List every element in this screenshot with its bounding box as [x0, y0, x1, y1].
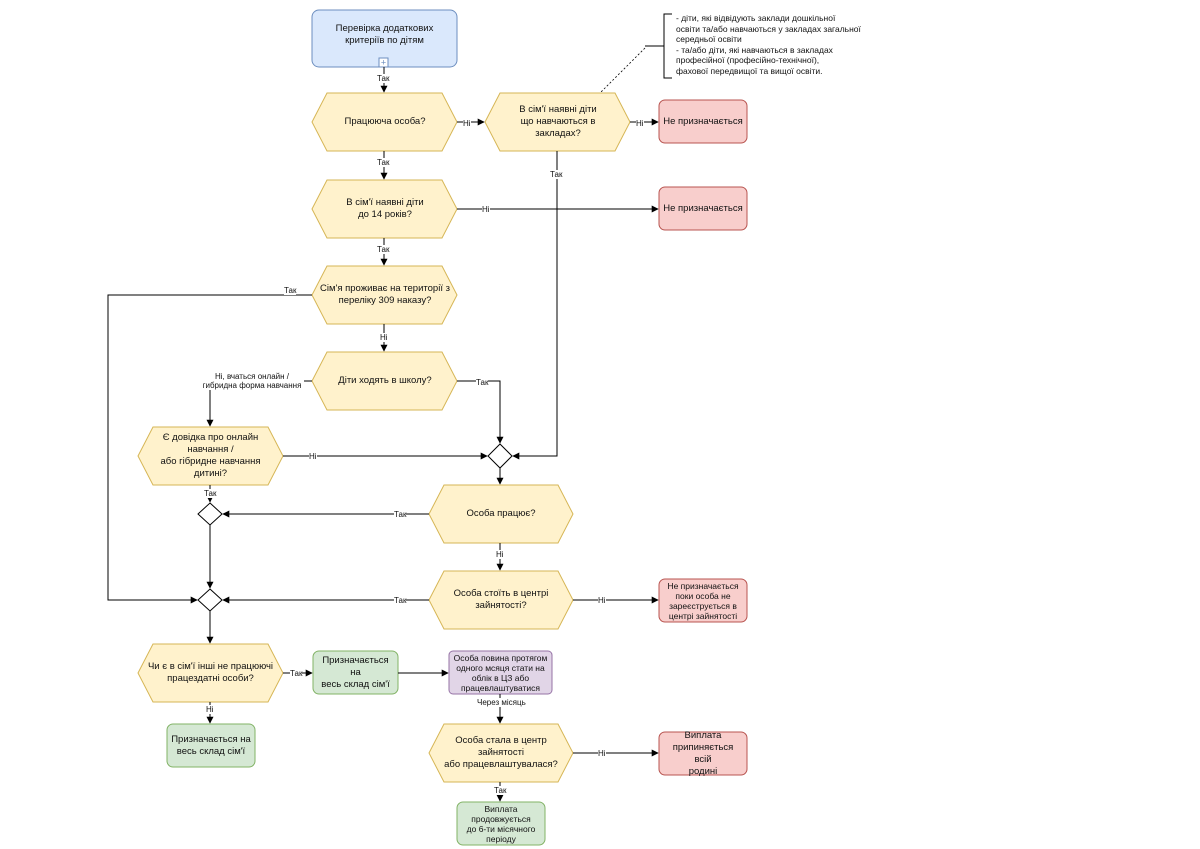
edge-label-other-no: Ні — [206, 705, 214, 714]
edge-label-other-yes: Так — [290, 669, 303, 678]
decision-children-studying-label: В сім'ї наявні діти що навчаються в закл… — [519, 104, 597, 139]
decision-school-label: Діти ходять в школу? — [338, 375, 432, 386]
edge-label-center-no: Ні — [598, 596, 606, 605]
outcome-payment-stops — [658, 731, 748, 776]
merge-diamond-2 — [197, 502, 223, 526]
decision-became-registered — [428, 723, 574, 783]
outcome-not-assigned-2 — [658, 186, 748, 231]
start-label: Перевірка додаткових критеріїв по дітям — [335, 23, 434, 46]
edge-territory-yes — [107, 294, 312, 604]
decision-working — [311, 92, 458, 152]
outcome-payment-continues — [456, 801, 546, 846]
outcome-payment-stops-label: Виплата припиняється всій родині — [672, 729, 734, 777]
outcome-not-assigned-2-label: Не призначається — [663, 202, 743, 214]
decision-under-14 — [311, 179, 458, 239]
edge-label-working-yes: Так — [377, 158, 390, 167]
edge-label-certificate-yes: Так — [204, 489, 217, 498]
merge-diamond-3 — [197, 588, 223, 612]
edge-label-center-yes: Так — [394, 596, 407, 605]
edge-school-yes — [457, 380, 504, 444]
edge-label-under14-yes: Так — [377, 245, 390, 254]
edge-label-studying-no: Ні — [636, 119, 644, 128]
edge-label-became-yes: Так — [494, 786, 507, 795]
edge-label-start-working: Так — [377, 74, 390, 83]
note-connector — [599, 47, 646, 94]
outcome-not-assigned-until — [658, 578, 748, 623]
edge-label-territory-no: Ні — [380, 333, 388, 342]
decision-certificate-label: Є довідка про онлайн навчання / або гібр… — [160, 432, 261, 479]
merge-diamond-1 — [487, 443, 513, 469]
edge-label-school-yes: Так — [476, 378, 489, 387]
outcome-assigned-bottom — [166, 723, 256, 768]
decision-other-unemployed — [137, 643, 284, 703]
decision-territory-label: Сім'я проживає на території з переліку 3… — [320, 283, 450, 306]
note-text: - діти, які відвідують заклади дошкільно… — [676, 13, 861, 76]
outcome-assigned-right-label: Призначається на весь склад сім'ї — [321, 654, 390, 690]
edge-studying-yes — [512, 151, 558, 460]
edge-label-territory-yes: Так — [284, 286, 297, 295]
outcome-not-assigned-until-label: Не призначається поки особа не зареєстру… — [667, 580, 739, 621]
svg-text:+: + — [381, 58, 386, 68]
outcome-not-assigned-1-label: Не призначається — [663, 115, 743, 127]
edge-label-certificate-no: Ні — [309, 452, 317, 461]
edge-label-became-no: Ні — [598, 749, 606, 758]
decision-certificate — [137, 426, 284, 486]
decision-under-14-label: В сім'ї наявні діти до 14 років? — [346, 197, 424, 220]
outcome-assigned-bottom-label: Призначається на весь склад сім'ї — [171, 733, 251, 757]
outcome-payment-continues-label: Виплата продовжується до 6-ти місячного … — [466, 803, 536, 844]
decision-other-unemployed-label: Чи є в сім'ї інші не працюючі працездатн… — [147, 661, 274, 684]
decision-employment-center-label: Особа стоїть в центрі зайнятості? — [453, 588, 549, 611]
edge-label-studying-yes: Так — [550, 170, 563, 179]
outcome-not-assigned-1 — [658, 99, 748, 144]
edge-label-person-works-no: Ні — [496, 550, 504, 559]
edge-label-working-no: Ні — [463, 119, 471, 128]
decision-working-label: Працююча особа? — [344, 116, 426, 127]
edge-label-after-month: Через місяць — [477, 698, 526, 707]
edge-label-person-works-yes: Так — [394, 510, 407, 519]
decision-children-studying — [484, 92, 631, 152]
edge-label-under14-no: Ні — [482, 205, 490, 214]
edge-label-school-online: Ні, вчаться онлайн / гибридна форма навч… — [200, 372, 304, 390]
note-brace — [645, 13, 672, 79]
decision-became-registered-label: Особа стала в центр зайнятості або праце… — [444, 735, 558, 770]
decision-person-works-label: Особа працює? — [466, 508, 536, 519]
outcome-must-register-label: Особа повина протягом одного мсяця стати… — [453, 652, 548, 693]
